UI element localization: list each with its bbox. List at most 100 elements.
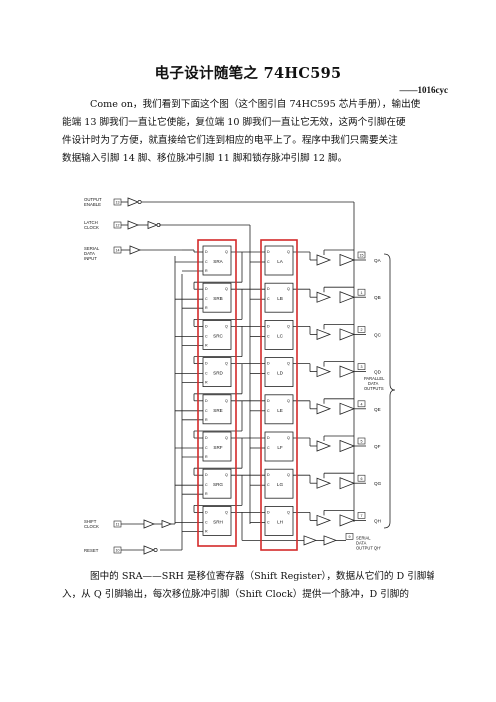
pin-11: 11 [116,523,120,527]
output-label-qc: QC [374,332,382,337]
output-pin-2: 2 [361,328,363,332]
shift-register-block [202,431,232,462]
latch-clock-buffer [127,220,140,230]
output-pin-7-box [357,512,366,519]
output-enable-buffer [127,197,140,207]
output-pin-2-box [357,326,366,333]
serial-output-label: SERIAL [356,535,371,540]
shift-register-block [202,394,232,425]
serial-data-label: DATA [84,251,95,256]
paragraph-line: 入，从 Q 引脚输出，每次移位脉冲引脚（Shift Clock）提供一个脉冲，D… [62,589,409,600]
latch-q-pin: Q [287,250,290,254]
latch-c-pin: C [267,334,270,338]
latch-d-pin: D [267,362,270,366]
shift-register-label-srf: SRF [213,445,222,450]
serial-data-label: INPUT [84,256,97,261]
output-buffer [316,514,332,526]
latch-d-pin: D [267,250,270,254]
output-label-qg: QG [374,481,382,486]
output-buffer [316,440,332,452]
sr-d-pin: D [205,510,208,514]
serial-output-label: DATA [356,540,367,545]
tristate-buffer [339,291,356,304]
tristate-buffer [339,439,356,453]
sr-r-pin: R [205,529,208,533]
output-buffer [316,477,332,489]
shift-register-label-srd: SRD [213,371,223,376]
latch-q-pin: Q [287,287,290,291]
output-buffer [316,328,332,340]
latch-block [264,431,294,462]
tristate-buffer [339,477,356,490]
output-pin-4: 4 [361,402,363,406]
tristate-buffer [339,328,356,341]
shift-register-label-src: SRC [213,333,223,338]
sr-q-pin: Q [225,324,228,328]
output-buffer [316,403,332,415]
latch-block [264,320,294,350]
sr-q-pin: Q [225,250,228,254]
sr-c-pin: C [205,260,208,264]
shift-register-block [202,282,232,313]
output-enable-label: OUTPUT [84,197,102,202]
reset-buffer [143,545,156,555]
pin-13: 13 [116,201,120,205]
latch-label-le: LE [277,408,283,413]
sr-r-pin: R [205,455,208,459]
sr-c-pin: C [205,446,208,450]
shift-register-label-srg: SRG [213,482,223,487]
pin-10: 10 [116,549,120,553]
paragraph-line: 能端 13 脚我们一直让它使能，复位端 10 脚我们一直让它无效，这两个引脚在硬 [62,117,406,128]
latch-c-pin: C [267,297,270,301]
latch-q-pin: Q [287,324,290,328]
latch-q-pin: Q [287,399,290,403]
sr-d-pin: D [205,324,208,328]
output-label-qe: QE [374,407,381,412]
pin-14: 14 [116,249,120,253]
latch-q-pin: Q [287,362,290,366]
latch-block [264,505,294,536]
sr-q-pin: Q [225,287,228,291]
latch-label-la: LA [277,259,284,264]
output-brace [383,253,396,529]
latch-c-pin: C [267,372,270,376]
output-buffer [316,291,332,303]
latch-block [264,245,294,276]
shift-register-label-sra: SRA [213,259,223,264]
latch-label-lf: LF [277,445,283,450]
sr-q-pin: Q [225,436,228,440]
latch-c-pin: C [267,409,270,413]
tristate-buffer [339,402,356,415]
sr-c-pin: C [205,409,208,413]
output-pin-6-box [357,474,366,482]
tristate-buffer [339,253,356,267]
sr-c-pin: C [205,372,208,376]
reset-buffer-bubble [153,548,158,552]
latch-label-lg: LG [277,482,284,487]
latch-q-pin: Q [287,510,290,514]
output-pin-3-box [357,363,366,370]
serial-data-label: SERIAL [84,246,100,251]
serial-out-buffer-2 [323,535,338,546]
latch-d-pin: D [267,399,270,403]
output-pin-7: 7 [361,514,363,518]
sr-d-pin: D [205,287,208,291]
sr-r-pin: R [205,306,208,310]
sr-q-pin: Q [225,399,228,403]
shift-register-label-srh: SRH [213,519,223,524]
sr-c-pin: C [205,297,208,301]
pin-12: 12 [116,224,120,228]
output-enable-label: ENABLE [84,202,101,207]
latch-d-pin: D [267,473,270,477]
tristate-buffer [339,365,356,378]
output-label-qb: QB [374,295,381,300]
latch-c-pin: C [267,446,270,450]
parallel-outputs-label: PARALLEL [364,376,385,381]
latch-block [264,282,294,313]
shift-register-block [202,320,232,350]
latch-d-pin: D [267,510,270,514]
shift-register-block [202,357,232,388]
shift-clock-label: SHIFT [84,519,97,524]
